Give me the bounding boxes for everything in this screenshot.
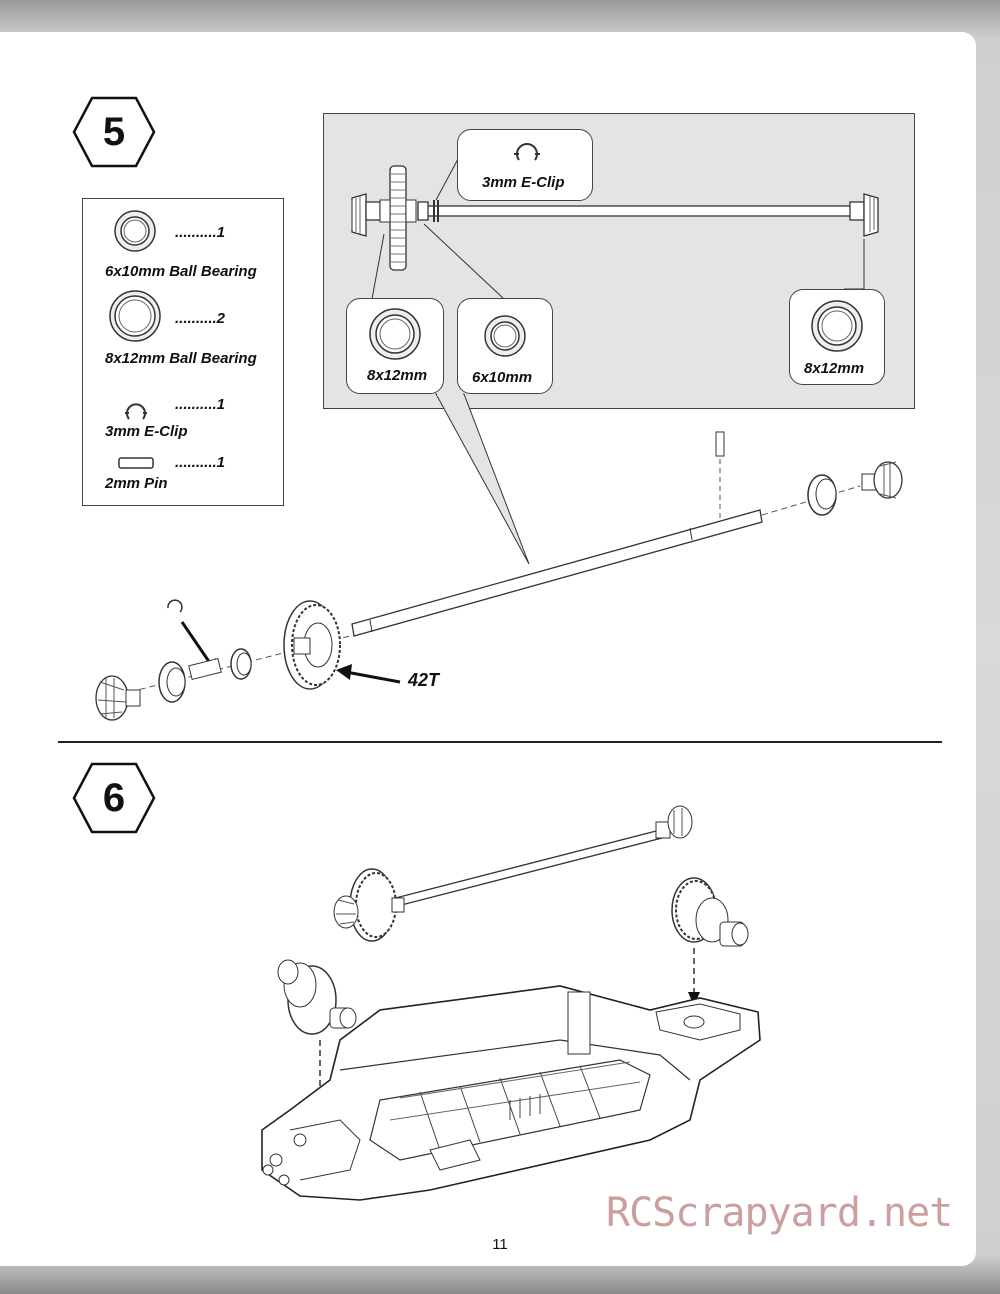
parts-qty-3: ..........1 (175, 396, 226, 413)
parts-qty-2: ..........2 (175, 310, 226, 327)
step-6-number: 6 (102, 775, 126, 820)
page-number: 11 (492, 1236, 508, 1253)
pin-icon (715, 431, 725, 457)
front-differential-icon (671, 877, 749, 947)
bearing-mid-bubble: 6x10mm (457, 298, 553, 394)
detail-callout: 3mm E-Clip 8x12mm 6x10mm 8x12mm (323, 113, 915, 565)
eclip-bubble-label: 3mm E-Clip (482, 174, 565, 191)
e-clip-icon (514, 143, 540, 161)
bearing-mid-label: 6x10mm (472, 369, 533, 386)
right-bevel-gear-icon (849, 193, 879, 237)
bearing-right-label: 8x12mm (804, 360, 865, 377)
parts-list: ..........1 6x10mm Ball Bearing ........… (82, 198, 284, 506)
chassis-tub-icon (261, 985, 761, 1201)
step-6-badge: 6 (72, 762, 156, 834)
parts-name-3: 3mm E-Clip (105, 423, 188, 440)
bearing-large-icon (109, 290, 161, 342)
left-bevel-gear-icon (351, 193, 381, 237)
bearing-large-icon (811, 300, 863, 352)
bearing-small-icon (230, 648, 252, 680)
pin-icon (118, 457, 154, 469)
bearing-small-icon (484, 315, 526, 357)
parts-qty-1: ..........1 (175, 224, 226, 241)
spur-gear-icon (379, 165, 417, 271)
spur-gear-42t-icon (283, 600, 341, 690)
step-5-number: 5 (102, 109, 126, 154)
e-clip-icon (125, 403, 147, 420)
step-divider (58, 741, 942, 743)
eclip-bubble: 3mm E-Clip (457, 129, 593, 201)
right-bevel-gear-icon (861, 461, 903, 499)
bearing-left-label: 8x12mm (367, 367, 428, 384)
parts-qty-4: ..........1 (175, 454, 226, 471)
parts-name-4: 2mm Pin (105, 475, 168, 492)
axle-detail-drawing (351, 158, 879, 565)
bearing-right-bubble: 8x12mm (789, 289, 885, 385)
parts-name-1: 6x10mm Ball Bearing (105, 263, 257, 280)
rear-differential-icon (277, 959, 357, 1035)
bearing-large-icon (158, 661, 186, 703)
bearing-right-icon (807, 474, 837, 516)
step-5-badge: 5 (72, 96, 156, 168)
gear-42t-label: 42T (408, 670, 440, 690)
middle-axle-icon (333, 805, 693, 942)
bearing-left-bubble: 8x12mm (346, 298, 444, 394)
parts-name-2: 8x12mm Ball Bearing (105, 350, 257, 367)
bearing-large-icon (369, 308, 421, 360)
left-bevel-gear-icon (95, 675, 141, 721)
e-clip-icon (167, 599, 183, 613)
watermark: RCScrapyard.net (606, 1190, 953, 1236)
parts-icons (109, 210, 161, 469)
bearing-small-icon (114, 210, 156, 252)
